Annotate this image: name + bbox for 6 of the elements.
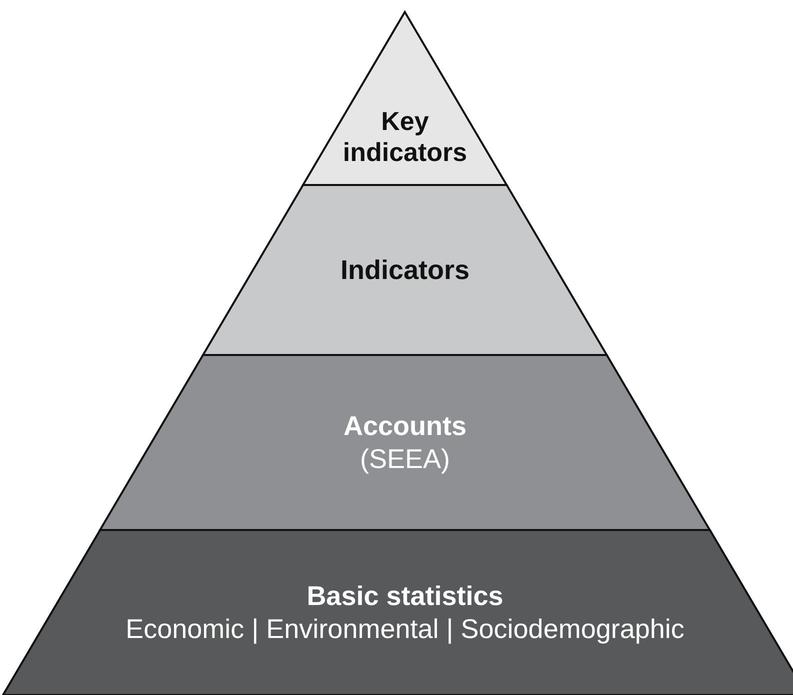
tier-title: Key indicators xyxy=(342,106,468,169)
tier-title: Accounts xyxy=(343,410,466,442)
tier-title: Basic statistics xyxy=(306,580,504,612)
tier-title: Indicators xyxy=(340,254,470,286)
tier-subtitle: (SEEA) xyxy=(360,442,450,475)
tier-subtitle: Economic | Environmental | Sociodemographic xyxy=(126,612,684,645)
